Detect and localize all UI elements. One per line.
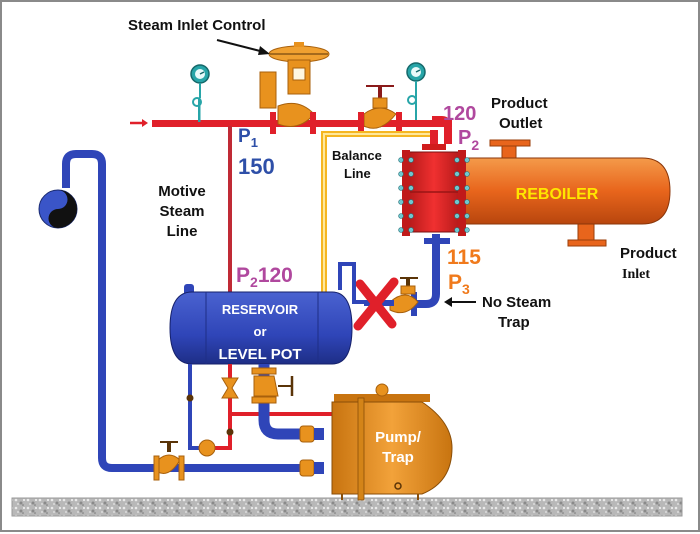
- pump-label-1: Pump/: [375, 429, 422, 446]
- pressure-p2-reservoir: P2120: [236, 264, 293, 290]
- pump-label-2: Trap: [382, 449, 414, 466]
- reservoir-vent-line: [338, 262, 364, 304]
- p3-symbol: P: [448, 271, 462, 294]
- motive-steam-label-1: Motive: [158, 183, 206, 200]
- no-steam-trap-label-2: Trap: [498, 314, 530, 331]
- svg-text:P2: P2: [458, 127, 479, 153]
- product-outlet-label-1: Product: [491, 95, 548, 112]
- reservoir-level-pot: RESERVOIR or LEVEL POT: [169, 291, 353, 365]
- callout-arrowhead: [258, 46, 270, 55]
- svg-text:P2120: P2120: [236, 264, 293, 290]
- steam-inlet-control-label: Steam Inlet Control: [128, 17, 266, 34]
- pump-trap: Pump/ Trap: [331, 383, 453, 501]
- p2-res-subscript: 2: [250, 274, 258, 290]
- pressure-p2-outlet: 120 P2: [443, 103, 479, 153]
- level-indicator-ball: [38, 189, 78, 229]
- return-line-valve: [153, 441, 185, 481]
- p1-symbol: P: [238, 126, 251, 147]
- no-steam-trap-label-1: No Steam: [482, 294, 551, 311]
- no-trap-x-mark: [353, 277, 399, 331]
- p3-subscript: 3: [462, 281, 470, 297]
- p2-res-value: 120: [258, 264, 293, 287]
- p2-outlet-symbol: P: [458, 127, 471, 149]
- pressure-gauge-left: [190, 64, 210, 107]
- p1-value: 150: [238, 154, 275, 179]
- motive-steam-label-2: Steam: [159, 203, 204, 220]
- p2-res-symbol: P: [236, 264, 250, 287]
- product-inlet-label-1: Product: [620, 245, 677, 262]
- isolation-valve-header: [358, 85, 402, 134]
- reboiler-label: REBOILER: [516, 186, 599, 203]
- balance-line-label-2: Line: [344, 166, 371, 181]
- pressure-p3: 115 P3: [447, 246, 481, 297]
- ground-slab: [11, 497, 683, 517]
- reservoir-label-3: LEVEL POT: [218, 346, 301, 363]
- svg-text:P1: P1: [238, 126, 258, 150]
- pressure-gauge-right: [406, 62, 426, 120]
- pressure-p1: P1 150: [238, 126, 275, 179]
- callout-arrow: [216, 39, 265, 53]
- p2-outlet-value: 120: [443, 103, 476, 125]
- steam-inlet-control-valve: [259, 42, 330, 134]
- svg-text:P3: P3: [448, 271, 470, 297]
- lower-piping: [62, 150, 332, 477]
- p1-subscript: 1: [251, 135, 258, 150]
- balance-line-label-1: Balance: [332, 148, 382, 163]
- p2-outlet-subscript: 2: [471, 137, 479, 153]
- reservoir-label-1: RESERVOIR: [222, 302, 299, 317]
- motive-steam-label-3: Line: [167, 223, 198, 240]
- reboiler: REBOILER: [398, 130, 671, 247]
- reservoir-label-2: or: [254, 324, 267, 339]
- product-inlet-label-2: Inlet: [622, 267, 650, 282]
- p3-value: 115: [447, 246, 481, 269]
- product-outlet-label-2: Outlet: [499, 115, 542, 132]
- no-steam-trap-arrowhead: [444, 297, 452, 307]
